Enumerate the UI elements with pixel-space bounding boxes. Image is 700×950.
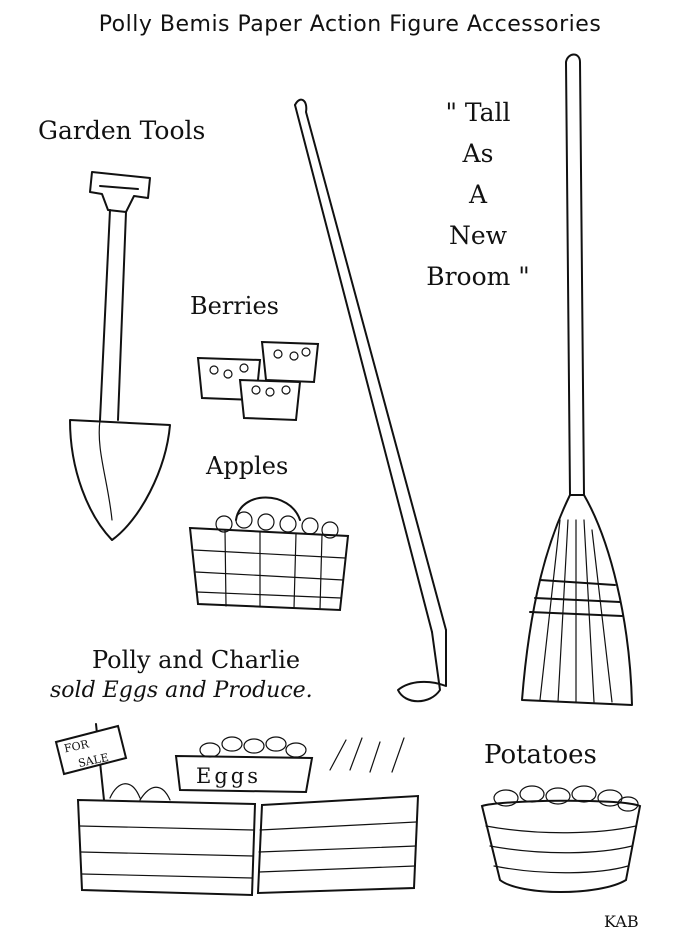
garden-tools-label: Garden Tools xyxy=(38,116,206,145)
hoe-icon xyxy=(294,98,447,703)
caption-line-2: sold Eggs and Produce. xyxy=(50,678,313,703)
caption-line-1: Polly and Charlie xyxy=(92,646,301,674)
berries-label: Berries xyxy=(190,292,279,320)
quote-line: " Tall xyxy=(445,98,511,127)
eggs-sign-text: Eggs xyxy=(196,764,261,788)
berry-baskets-icon xyxy=(196,340,320,422)
produce-crates-icon xyxy=(76,736,420,897)
broom-quote: " Tall As A New Broom " xyxy=(418,92,538,297)
quote-line: A xyxy=(468,180,488,209)
potatoes-label: Potatoes xyxy=(484,740,597,770)
quote-line: New xyxy=(448,221,508,250)
artist-signature: KAB xyxy=(604,912,639,931)
potato-basket-icon xyxy=(480,785,642,893)
quote-line: Broom " xyxy=(426,262,530,291)
apple-basket-icon xyxy=(188,496,350,612)
broom-icon xyxy=(521,53,633,706)
for-sale-sign-icon xyxy=(54,723,128,801)
quote-line: As xyxy=(462,139,494,168)
apples-label: Apples xyxy=(206,452,289,480)
shovel-icon xyxy=(69,171,171,541)
page-title: Polly Bemis Paper Action Figure Accessor… xyxy=(98,12,602,37)
